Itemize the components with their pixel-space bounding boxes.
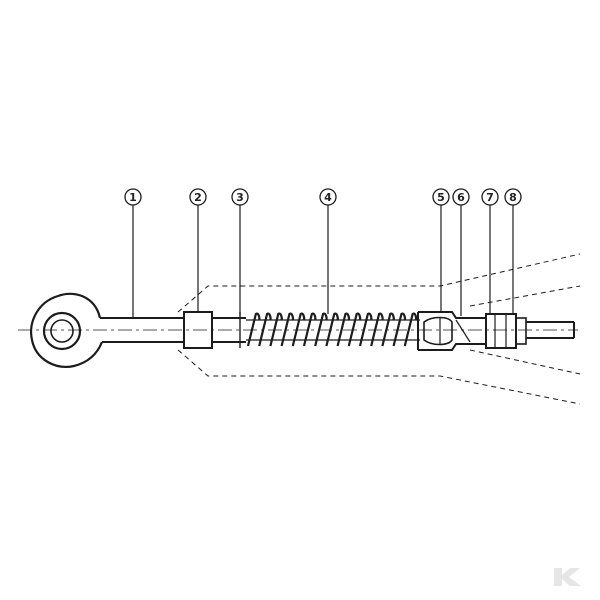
spring-coil xyxy=(347,312,362,347)
callout-3: 3 xyxy=(231,188,249,314)
eye-end-icon xyxy=(30,292,104,368)
callout-label: 8 xyxy=(509,191,517,204)
spring-coil xyxy=(392,312,407,347)
spring-coil xyxy=(280,312,295,347)
spring-coil xyxy=(325,312,339,347)
spring-coil xyxy=(246,312,261,347)
spring-coil xyxy=(336,312,351,347)
adjuster-nut-icon xyxy=(485,313,527,349)
callout-label: 6 xyxy=(457,191,465,204)
spring-coil xyxy=(403,312,418,347)
callout-label: 3 xyxy=(236,191,244,204)
callout-2: 2 xyxy=(189,188,207,312)
spring-coil xyxy=(381,312,395,347)
callout-5: 5 xyxy=(432,188,450,312)
callout-label: 7 xyxy=(486,191,494,204)
callout-4: 4 xyxy=(319,188,337,314)
coil-spring-icon xyxy=(246,312,418,347)
cable-icon xyxy=(526,321,575,339)
callout-label: 2 xyxy=(194,191,202,204)
callout-6: 6 xyxy=(452,188,470,316)
spring-coil xyxy=(258,312,272,347)
callout-7: 7 xyxy=(481,188,499,314)
callout-label: 1 xyxy=(129,191,137,204)
spring-coil xyxy=(370,312,384,347)
callout-1: 1 xyxy=(124,188,142,318)
callout-label: 4 xyxy=(324,191,332,204)
callout-circle xyxy=(319,188,337,206)
spring-coil xyxy=(358,312,373,347)
callout-circle xyxy=(231,188,249,206)
callout-circle xyxy=(432,188,450,206)
spring-coil xyxy=(314,312,328,347)
callout-circle xyxy=(124,188,142,206)
callout-circle xyxy=(189,188,207,206)
callout-8: 8 xyxy=(504,188,522,314)
brand-logo-icon xyxy=(554,568,581,586)
housing-outline xyxy=(177,253,581,405)
callout-label: 5 xyxy=(437,191,445,204)
callout-circle xyxy=(504,188,522,206)
clevis-icon xyxy=(417,311,486,351)
spring-coil xyxy=(269,312,283,347)
spring-core xyxy=(246,319,420,341)
callout-circle xyxy=(452,188,470,206)
spring-coil xyxy=(302,312,317,347)
callout-circle xyxy=(481,188,499,206)
threaded-rod-icon xyxy=(100,317,184,343)
spring-coil xyxy=(291,312,306,347)
